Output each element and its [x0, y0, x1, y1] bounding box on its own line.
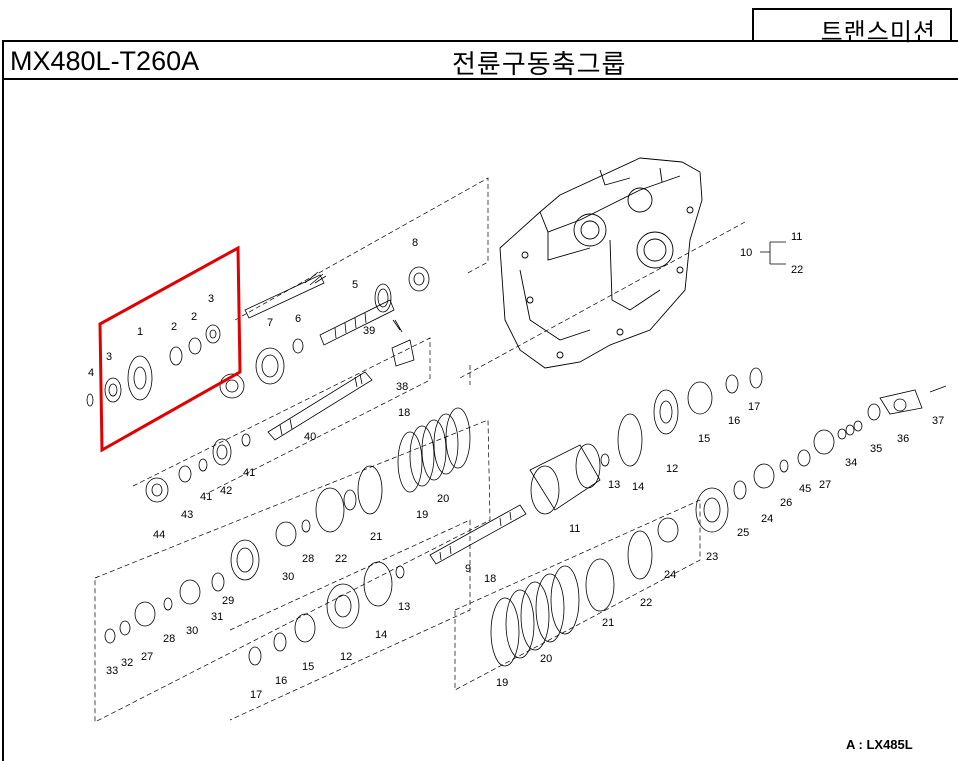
callout-c55: 24 [664, 569, 676, 581]
transmission-case [499, 157, 703, 369]
callout-c56: 23 [706, 551, 718, 563]
clutch-pack-upper [315, 407, 471, 533]
callout-c24: 15 [698, 433, 710, 445]
footnote: A : LX485L [846, 737, 913, 752]
callout-c59: 26 [780, 497, 792, 509]
callout-c49: 17 [250, 689, 262, 701]
callout-c27: 13 [608, 479, 620, 491]
callout-c19: 10 [740, 247, 752, 259]
callout-c62: 34 [845, 457, 857, 469]
callout-c30: 20 [437, 493, 449, 505]
lower-right-assembly [657, 385, 947, 543]
callout-bracket [760, 241, 786, 265]
callout-c40: 27 [141, 651, 153, 663]
highlight-outline [98, 245, 242, 453]
callout-c48: 16 [275, 675, 287, 687]
callout-c38: 30 [186, 625, 198, 637]
callout-c3: 2 [191, 311, 197, 323]
header-divider [2, 78, 958, 80]
callout-c5: 3 [106, 351, 112, 363]
callout-c22: 17 [748, 401, 760, 413]
callout-c44: 13 [398, 601, 410, 613]
callout-c23: 16 [728, 415, 740, 427]
callout-c39: 28 [163, 633, 175, 645]
callout-c35: 30 [282, 571, 294, 583]
callout-c2: 2 [171, 321, 177, 333]
callout-c37: 31 [211, 611, 223, 623]
callout-c26: 14 [632, 481, 644, 493]
callout-c20: 11 [791, 231, 802, 243]
callout-c50: 18 [484, 573, 496, 585]
callout-c52: 19 [496, 677, 508, 689]
callout-c45: 14 [375, 629, 387, 641]
callout-c9: 7 [267, 317, 273, 329]
callout-c65: 37 [932, 415, 944, 427]
callout-c53: 21 [602, 617, 614, 629]
callout-c54: 22 [640, 597, 652, 609]
callout-c29: 18 [398, 407, 410, 419]
callout-c42: 33 [106, 665, 118, 677]
part-callouts: 1 2 2 3 3 4 5 6 7 8 39 38 40 41 41 42 43… [88, 231, 944, 701]
callout-c43: 9 [465, 563, 471, 575]
callout-c7: 5 [352, 279, 358, 291]
callout-c51: 20 [540, 653, 552, 665]
callout-c14: 41 [243, 467, 255, 479]
callout-c16: 42 [220, 485, 232, 497]
clutch-pack-lower [490, 530, 653, 667]
callout-c34: 28 [302, 553, 314, 565]
callout-c25: 12 [666, 463, 678, 475]
upper-shaft-assembly [145, 266, 430, 503]
callout-c47: 15 [302, 661, 314, 673]
dashed-group-boundaries [94, 177, 746, 723]
clutch-hub-and-shaft [429, 367, 763, 565]
model-number: MX480L-T260A [10, 46, 200, 76]
callout-c18: 44 [153, 529, 165, 541]
diagram-frame [2, 40, 958, 761]
group-title: 전륜구동축그룹 [452, 50, 627, 80]
callout-c31: 19 [416, 509, 428, 521]
callout-c41: 32 [121, 657, 133, 669]
lower-left-assembly [104, 519, 405, 666]
callout-c64: 36 [897, 433, 909, 445]
callout-c32: 21 [370, 531, 382, 543]
callout-c60: 45 [799, 483, 811, 495]
callout-c63: 35 [870, 443, 882, 455]
callout-c4: 3 [208, 293, 214, 305]
callout-c10: 8 [412, 237, 418, 249]
callout-c1: 1 [137, 326, 143, 338]
callout-c15: 41 [200, 491, 212, 503]
callout-c6: 4 [88, 367, 94, 379]
callout-c8: 6 [295, 313, 301, 325]
callout-c57: 25 [737, 527, 749, 539]
callout-c17: 43 [181, 509, 193, 521]
callout-c28: 11 [569, 523, 580, 535]
callout-c33: 22 [335, 553, 347, 565]
callout-c36: 29 [222, 595, 234, 607]
highlighted-parts [86, 324, 221, 407]
callout-c61: 27 [819, 479, 831, 491]
callout-c12: 38 [396, 381, 408, 393]
callout-c58: 24 [761, 513, 773, 525]
callout-c13: 40 [304, 431, 316, 443]
callout-c21: 22 [791, 264, 803, 276]
callout-c46: 12 [340, 651, 352, 663]
callout-c11: 39 [363, 325, 375, 337]
